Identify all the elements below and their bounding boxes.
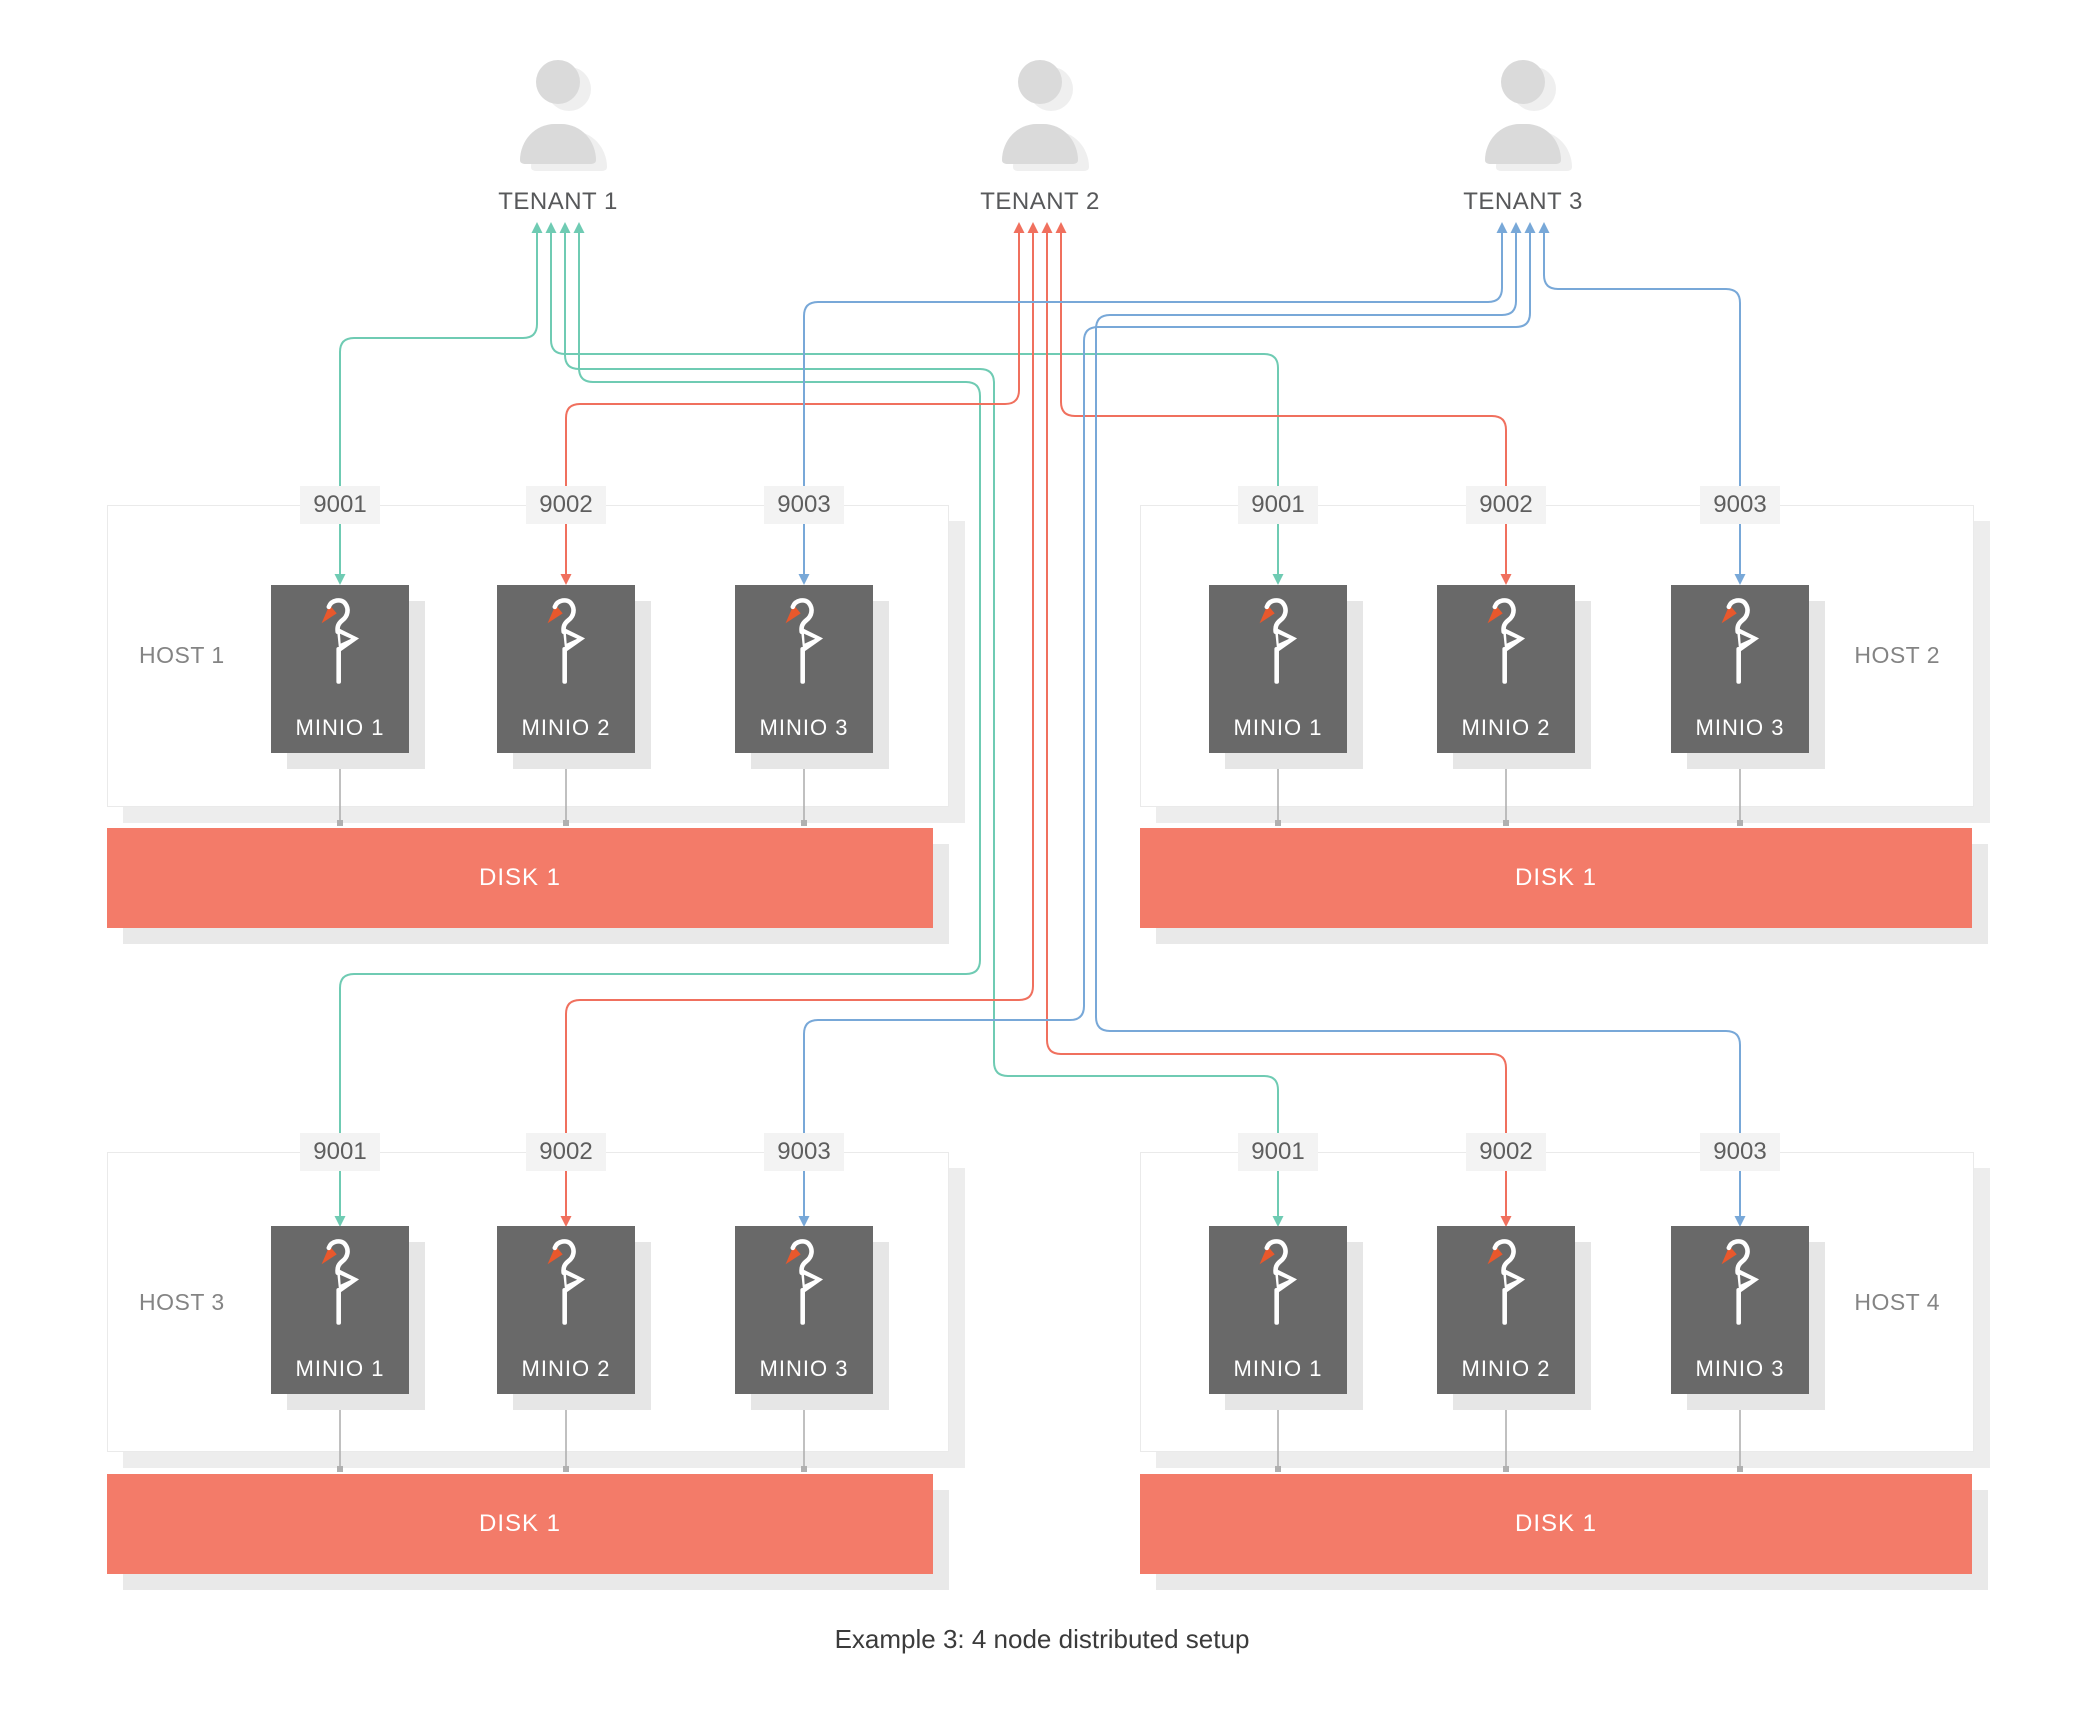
disk-label: DISK 1 (1514, 864, 1598, 891)
host3-disk: DISK 1 (107, 1474, 933, 1574)
host2-minio-3: MINIO 3 (1671, 585, 1809, 753)
minio-stork-icon (771, 597, 837, 689)
host2-port-9002: 9002 (1466, 486, 1546, 524)
minio-label: MINIO 1 (295, 715, 385, 740)
minio-label: MINIO 2 (1461, 1356, 1551, 1381)
host4-port-9001: 9001 (1238, 1133, 1318, 1171)
disk-label: DISK 1 (1514, 1510, 1598, 1537)
tenant-2: TENANT 2 (960, 56, 1120, 216)
tenant-3: TENANT 3 (1443, 56, 1603, 216)
disk-label: DISK 1 (478, 864, 562, 891)
tenant-1: TENANT 1 (478, 56, 638, 216)
host4-minio-1: MINIO 1 (1209, 1226, 1347, 1394)
host1-minio-3: MINIO 3 (735, 585, 873, 753)
minio-label: MINIO 3 (1695, 1356, 1785, 1381)
host1-disk: DISK 1 (107, 828, 933, 928)
minio-stork-icon (1707, 1238, 1773, 1330)
host3-minio-2: MINIO 2 (497, 1226, 635, 1394)
user-icon (985, 56, 1095, 171)
minio-stork-icon (307, 1238, 373, 1330)
host2-port-9003: 9003 (1700, 486, 1780, 524)
host2-minio-2: MINIO 2 (1437, 585, 1575, 753)
minio-stork-icon (1473, 597, 1539, 689)
minio-stork-icon (1473, 1238, 1539, 1330)
host3-minio-1: MINIO 1 (271, 1226, 409, 1394)
host-4-label: HOST 4 (1854, 1289, 1940, 1315)
host2-minio-1: MINIO 1 (1209, 585, 1347, 753)
diagram-caption: Example 3: 4 node distributed setup (834, 1624, 1250, 1654)
host3-port-9003: 9003 (764, 1133, 844, 1171)
host2-port-9001: 9001 (1238, 486, 1318, 524)
host4-minio-3: MINIO 3 (1671, 1226, 1809, 1394)
host1-minio-1: MINIO 1 (271, 585, 409, 753)
minio-label: MINIO 1 (295, 1356, 385, 1381)
minio-label: MINIO 1 (1233, 1356, 1323, 1381)
host3-port-9002: 9002 (526, 1133, 606, 1171)
host1-port-9001: 9001 (300, 486, 380, 524)
user-icon (503, 56, 613, 171)
host4-port-9003: 9003 (1700, 1133, 1780, 1171)
host4-port-9002: 9002 (1466, 1133, 1546, 1171)
minio-label: MINIO 2 (521, 1356, 611, 1381)
host3-minio-3: MINIO 3 (735, 1226, 873, 1394)
host3-port-9001: 9001 (300, 1133, 380, 1171)
tenant-1-label: TENANT 1 (498, 188, 618, 215)
minio-label: MINIO 3 (759, 715, 849, 740)
minio-label: MINIO 2 (521, 715, 611, 740)
minio-stork-icon (533, 597, 599, 689)
host1-port-9002: 9002 (526, 486, 606, 524)
minio-stork-icon (1245, 1238, 1311, 1330)
disk-label: DISK 1 (478, 1510, 562, 1537)
tenant-3-label: TENANT 3 (1463, 188, 1583, 215)
minio-label: MINIO 3 (1695, 715, 1785, 740)
host-2-label: HOST 2 (1854, 642, 1940, 668)
host2-disk: DISK 1 (1140, 828, 1972, 928)
minio-stork-icon (771, 1238, 837, 1330)
minio-stork-icon (533, 1238, 599, 1330)
host4-disk: DISK 1 (1140, 1474, 1972, 1574)
host1-minio-2: MINIO 2 (497, 585, 635, 753)
host4-minio-2: MINIO 2 (1437, 1226, 1575, 1394)
minio-stork-icon (1245, 597, 1311, 689)
minio-label: MINIO 3 (759, 1356, 849, 1381)
host-1-label: HOST 1 (139, 642, 225, 668)
user-icon (1468, 56, 1578, 171)
minio-stork-icon (307, 597, 373, 689)
minio-label: MINIO 2 (1461, 715, 1551, 740)
minio-stork-icon (1707, 597, 1773, 689)
tenant-2-label: TENANT 2 (980, 188, 1100, 215)
minio-label: MINIO 1 (1233, 715, 1323, 740)
host1-port-9003: 9003 (764, 486, 844, 524)
host-3-label: HOST 3 (139, 1289, 225, 1315)
